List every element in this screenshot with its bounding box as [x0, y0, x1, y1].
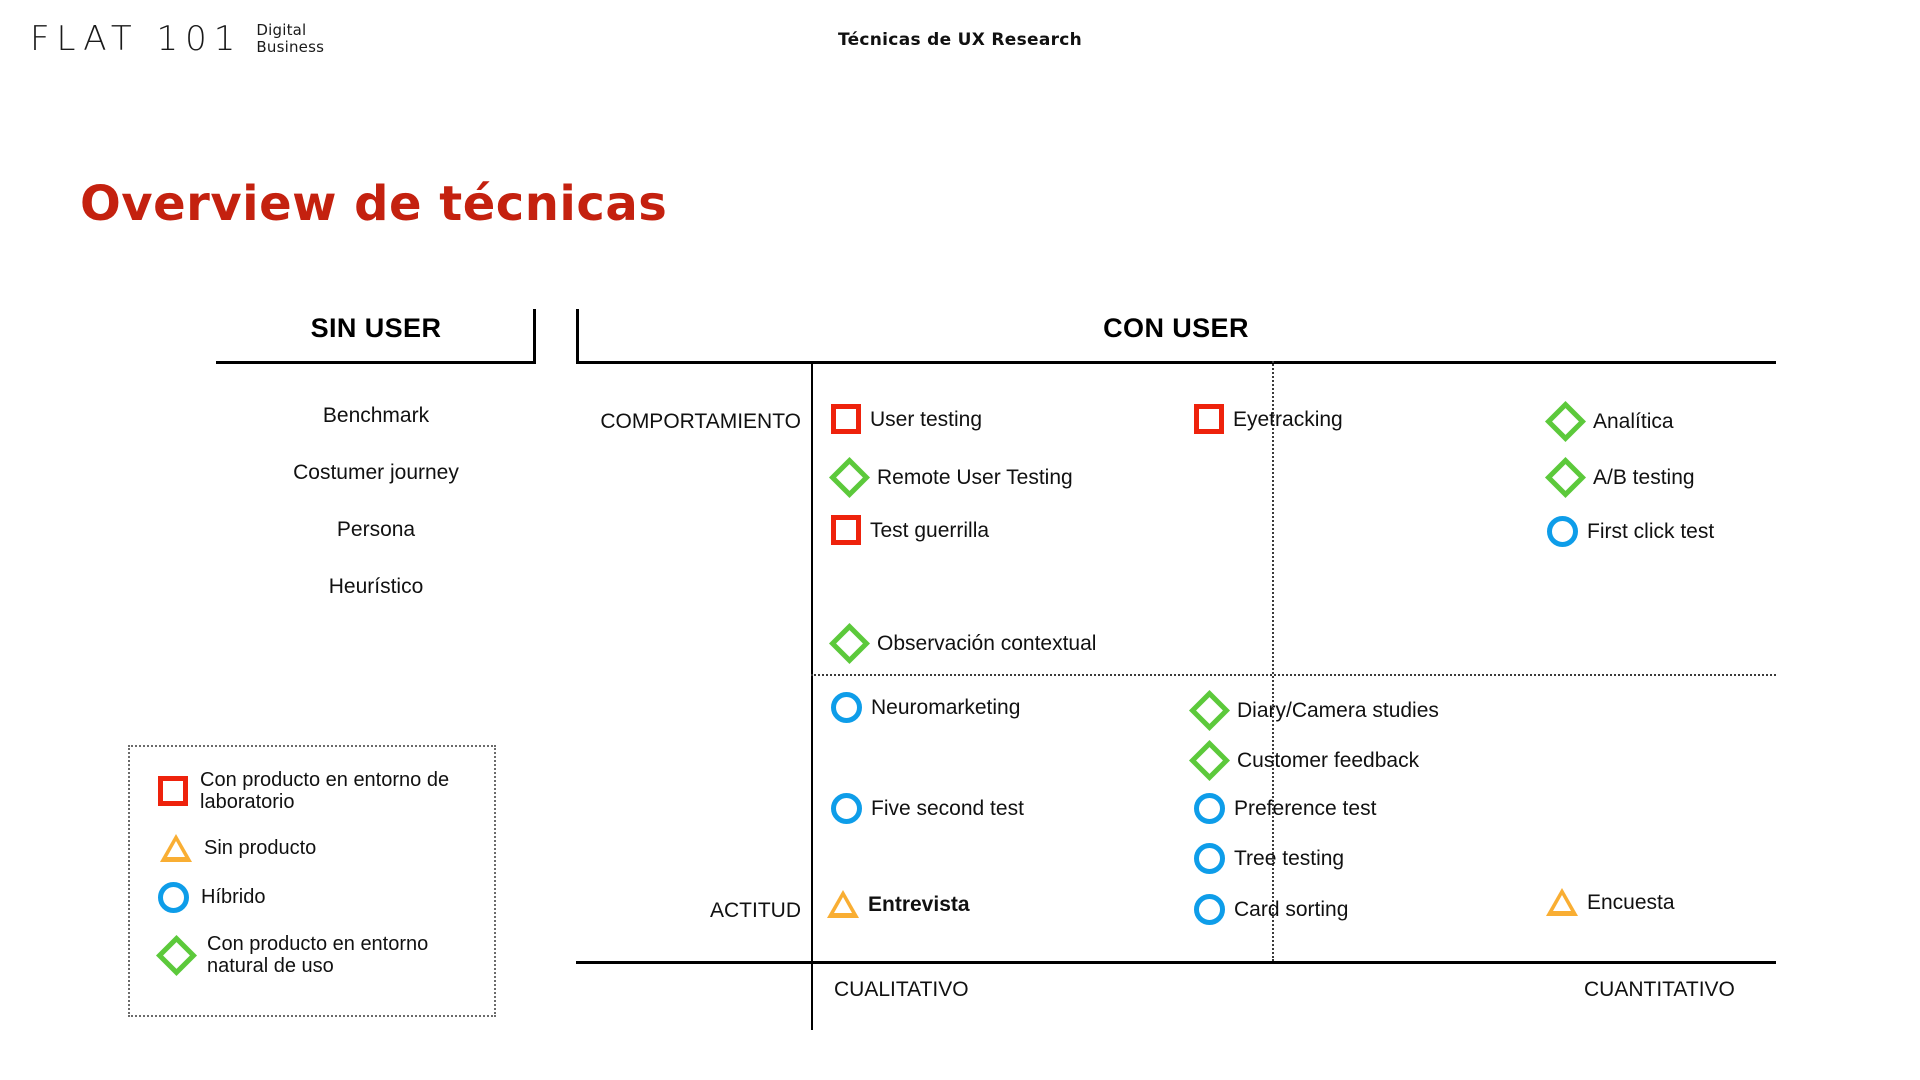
technique-label: Five second test [871, 797, 1024, 820]
brand-tagline-line-2: Business [256, 38, 325, 56]
matrix-x-axis-line [576, 961, 1776, 964]
technique-label: Tree testing [1234, 847, 1345, 870]
matrix-y-axis-line [811, 361, 813, 1030]
diamond-icon [1188, 689, 1231, 732]
technique-item[interactable]: Remote User Testing [828, 456, 1073, 499]
technique-item[interactable]: Preference test [1194, 793, 1376, 824]
technique-item[interactable]: Diary/Camera studies [1188, 689, 1439, 732]
sin-user-technique-list: Benchmark Costumer journey Persona Heurí… [216, 405, 536, 633]
technique-item[interactable]: Encuesta [1546, 888, 1675, 916]
column-header-con-user: CON USER [1103, 313, 1249, 343]
technique-label: Card sorting [1234, 898, 1349, 921]
technique-label: First click test [1587, 520, 1715, 543]
technique-label: Neuromarketing [871, 696, 1021, 719]
circle-icon [1194, 894, 1225, 925]
circle-icon [1547, 516, 1578, 547]
con-user-rule-tick [576, 309, 579, 364]
technique-label: Preference test [1234, 797, 1377, 820]
circle-icon [831, 793, 862, 824]
technique-item[interactable]: Analítica [1544, 400, 1674, 443]
technique-label: Encuesta [1587, 890, 1675, 914]
circle-icon [831, 692, 862, 723]
technique-item[interactable]: Observación contextual [828, 622, 1097, 665]
diamond-icon [828, 456, 871, 499]
technique-label: User testing [870, 407, 983, 431]
technique-item[interactable]: Card sorting [1194, 894, 1348, 925]
triangle-icon [827, 890, 859, 918]
technique-label: A/B testing [1593, 466, 1695, 489]
sin-user-rule-tick [533, 309, 536, 364]
technique-label: Customer feedback [1237, 749, 1420, 772]
axis-label-cualitativo: CUALITATIVO [834, 978, 969, 1001]
technique-label: Diary/Camera studies [1237, 699, 1439, 722]
legend-item: Con producto en entorno natural de uso [155, 932, 494, 978]
technique-item[interactable]: Tree testing [1194, 843, 1344, 874]
technique-label: Analítica [1593, 410, 1674, 433]
technique-label: Test guerrilla [870, 518, 990, 542]
technique-item[interactable]: Customer feedback [1188, 739, 1420, 782]
sin-user-rule [216, 361, 536, 364]
circle-icon [1194, 843, 1225, 874]
triangle-icon [1546, 888, 1578, 916]
technique-item[interactable]: User testing [831, 404, 982, 434]
technique-label: Remote User Testing [877, 466, 1073, 489]
legend-item-label: Con producto en entorno natural de uso [207, 932, 429, 978]
technique-item[interactable]: Neuromarketing [831, 692, 1020, 723]
matrix-vertical-divider [1272, 361, 1274, 961]
axis-label-comportamiento: COMPORTAMIENTO [600, 410, 801, 433]
technique-item[interactable]: Test guerrilla [831, 515, 989, 545]
brand-tagline: Digital Business [256, 22, 324, 56]
diamond-icon [828, 622, 871, 665]
legend-item: Híbrido [158, 881, 494, 913]
diamond-icon [1544, 400, 1587, 443]
technique-label: Entrevista [868, 892, 970, 916]
page-title: Overview de técnicas [80, 176, 668, 233]
legend-item-label: Híbrido [201, 886, 266, 909]
list-item: Costumer journey [293, 461, 459, 484]
legend-item: Sin producto [158, 833, 494, 862]
technique-item[interactable]: Five second test [831, 793, 1024, 824]
legend-item-label: Con producto en entorno de laboratorio [200, 769, 450, 814]
axis-label-actitud: ACTITUD [710, 899, 801, 922]
triangle-icon [160, 833, 192, 862]
technique-label: Observación contextual [877, 632, 1097, 655]
con-user-rule [576, 361, 1776, 364]
brand-tagline-line-1: Digital [256, 21, 307, 40]
square-icon [1194, 404, 1224, 434]
technique-item[interactable]: A/B testing [1544, 456, 1695, 499]
list-item: Benchmark [322, 404, 430, 427]
circle-icon [1194, 793, 1225, 824]
technique-label: Eyetracking [1233, 407, 1343, 431]
circle-icon [158, 881, 189, 913]
diamond-icon [1188, 739, 1231, 782]
axis-label-cuantitativo: CUANTITATIVO [1584, 978, 1735, 1001]
column-header-sin-user: SIN USER [310, 313, 442, 343]
legend-item-label: Sin producto [204, 836, 317, 859]
list-item: Heurístico [328, 575, 424, 598]
brand-wordmark: FLAT 101 [30, 19, 243, 59]
square-icon [158, 776, 188, 807]
diamond-icon [155, 934, 198, 976]
matrix-horizontal-divider [811, 674, 1776, 676]
square-icon [831, 515, 861, 545]
technique-item[interactable]: First click test [1547, 516, 1714, 547]
technique-item[interactable]: Eyetracking [1194, 404, 1343, 434]
list-item: Persona [336, 518, 416, 541]
deck-title: Técnicas de UX Research [837, 30, 1083, 50]
legend-item: Con producto en entorno de laboratorio [158, 769, 494, 814]
square-icon [831, 404, 861, 434]
brand-logo: FLAT 101 Digital Business [30, 22, 324, 56]
technique-item[interactable]: Entrevista [827, 890, 970, 918]
diamond-icon [1544, 456, 1587, 499]
